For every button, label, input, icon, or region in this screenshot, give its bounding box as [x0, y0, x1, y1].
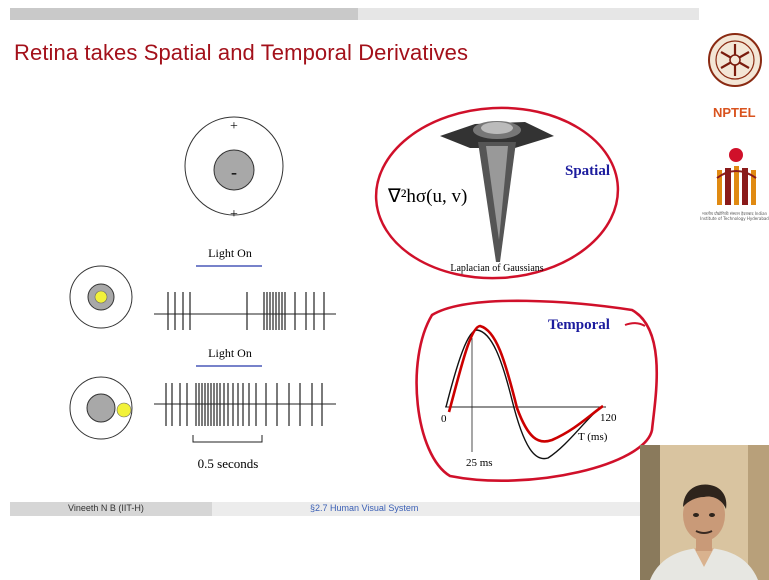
iith-logo-icon — [716, 148, 757, 205]
spike-train-2 — [165, 383, 323, 426]
spatial-red-ellipse — [374, 106, 620, 280]
footer-author: Vineeth N B (IIT-H) — [68, 503, 144, 513]
progress-completed — [10, 8, 358, 20]
surround-sign-bottom: + — [230, 207, 238, 222]
log-caption: Laplacian of Gaussians — [450, 263, 543, 274]
temporal-red-stroke — [624, 322, 646, 327]
slide-title: Retina takes Spatial and Temporal Deriva… — [14, 40, 469, 65]
stimulus-surround-diagram — [69, 376, 133, 440]
nptel-logo-icon — [708, 33, 762, 87]
temporal-red-ellipse — [415, 299, 658, 482]
center-sign: - — [231, 162, 237, 182]
receptive-field-diagram: - + + — [184, 116, 284, 222]
spatial-panel: ∇²hσ(u, v) Laplacian of Gaussians Spatia… — [374, 106, 620, 280]
spike-train-1 — [167, 292, 325, 330]
light-on-label-1: Light On — [208, 246, 252, 260]
light-on-label-2: Light On — [208, 346, 252, 360]
temporal-red-trace — [447, 324, 604, 443]
slide-footer: Vineeth N B (IIT-H) §2.7 Human Visual Sy… — [10, 502, 640, 516]
temporal-axis-label: T (ms) — [578, 431, 608, 443]
nptel-wordmark: NPTEL — [713, 105, 756, 120]
progress-remaining — [358, 8, 699, 20]
instructor-video-image — [640, 445, 769, 580]
timescale-label: 0.5 seconds — [198, 456, 259, 471]
spatial-annotation: Spatial — [565, 163, 610, 179]
log-formula: ∇²hσ(u, v) — [387, 186, 467, 207]
stimulus-center-diagram — [69, 265, 133, 329]
temporal-panel: 0 120 T (ms) 25 ms Temporal — [415, 299, 658, 482]
instructor-video — [640, 445, 769, 580]
temporal-peak-label: 25 ms — [466, 457, 493, 469]
temporal-end-label: 120 — [600, 412, 617, 424]
temporal-annotation: Temporal — [548, 317, 610, 333]
surround-sign-top: + — [230, 119, 238, 134]
temporal-kernel-curve — [445, 329, 601, 460]
footer-section: §2.7 Human Visual System — [310, 503, 419, 513]
slide-progress-bar — [0, 0, 769, 22]
temporal-origin-label: 0 — [441, 413, 447, 425]
institute-caption: भारतीय प्रौद्योगिकी संस्थान हैदराबाद Ind… — [700, 211, 769, 221]
timescale-bracket — [192, 435, 263, 443]
